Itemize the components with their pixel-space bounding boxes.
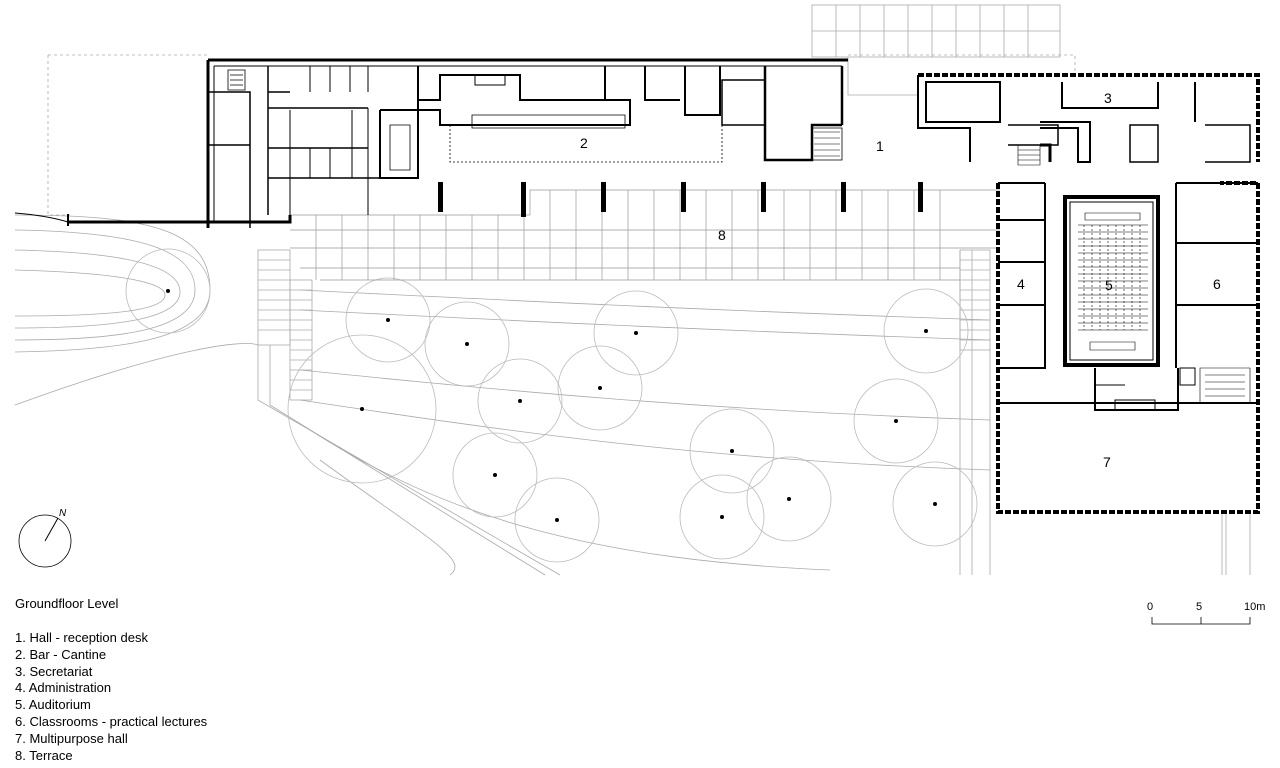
room-label-7: 7 bbox=[1103, 454, 1111, 470]
north-arrow-needle bbox=[44, 517, 59, 542]
legend-item: 8. Terrace bbox=[15, 747, 73, 763]
plan-title: Groundfloor Level bbox=[15, 596, 119, 611]
north-arrow: N bbox=[18, 508, 72, 568]
legend-item: 2. Bar - Cantine bbox=[15, 646, 107, 662]
auditorium-seating bbox=[1078, 212, 1148, 351]
scale-tick-label-5: 5 bbox=[1196, 601, 1202, 613]
legend-item: 5. Auditorium bbox=[15, 697, 91, 713]
floor-plan: 1 2 3 4 5 6 7 8 N bbox=[14, 4, 1260, 576]
site-context bbox=[14, 4, 1251, 576]
legend-item: 7. Multipurpose hall bbox=[15, 730, 128, 746]
room-labels: 1 2 3 4 5 6 7 8 bbox=[580, 90, 1221, 470]
room-legend: 1. Hall - reception desk 2. Bar - Cantin… bbox=[15, 630, 207, 764]
north-arrow-circle bbox=[18, 514, 72, 568]
room-label-8: 8 bbox=[718, 227, 726, 243]
legend-item: 6. Classrooms - practical lectures bbox=[15, 713, 208, 729]
room-label-5: 5 bbox=[1105, 277, 1113, 293]
legend-item: 3. Secretariat bbox=[15, 663, 93, 679]
tree-trunks bbox=[166, 289, 937, 522]
west-wing-walls bbox=[14, 58, 848, 228]
legend-item: 1. Hall - reception desk bbox=[15, 630, 148, 645]
scale-bar-line bbox=[1151, 617, 1251, 625]
room-label-4: 4 bbox=[1017, 276, 1025, 292]
east-wing-walls bbox=[917, 73, 1260, 514]
room-label-3: 3 bbox=[1104, 90, 1112, 106]
scale-tick-label-10: 10m bbox=[1244, 601, 1265, 613]
scale-bar: 0 5 10m bbox=[1147, 601, 1265, 625]
room-label-2: 2 bbox=[580, 135, 588, 151]
terrace bbox=[290, 189, 1000, 281]
facade-columns bbox=[438, 182, 923, 217]
north-label: N bbox=[59, 508, 67, 519]
room-label-6: 6 bbox=[1213, 276, 1221, 292]
room-label-1: 1 bbox=[876, 138, 884, 154]
legend-item: 4. Administration bbox=[15, 680, 112, 696]
trees bbox=[125, 248, 978, 563]
scale-tick-label-0: 0 bbox=[1147, 601, 1153, 613]
